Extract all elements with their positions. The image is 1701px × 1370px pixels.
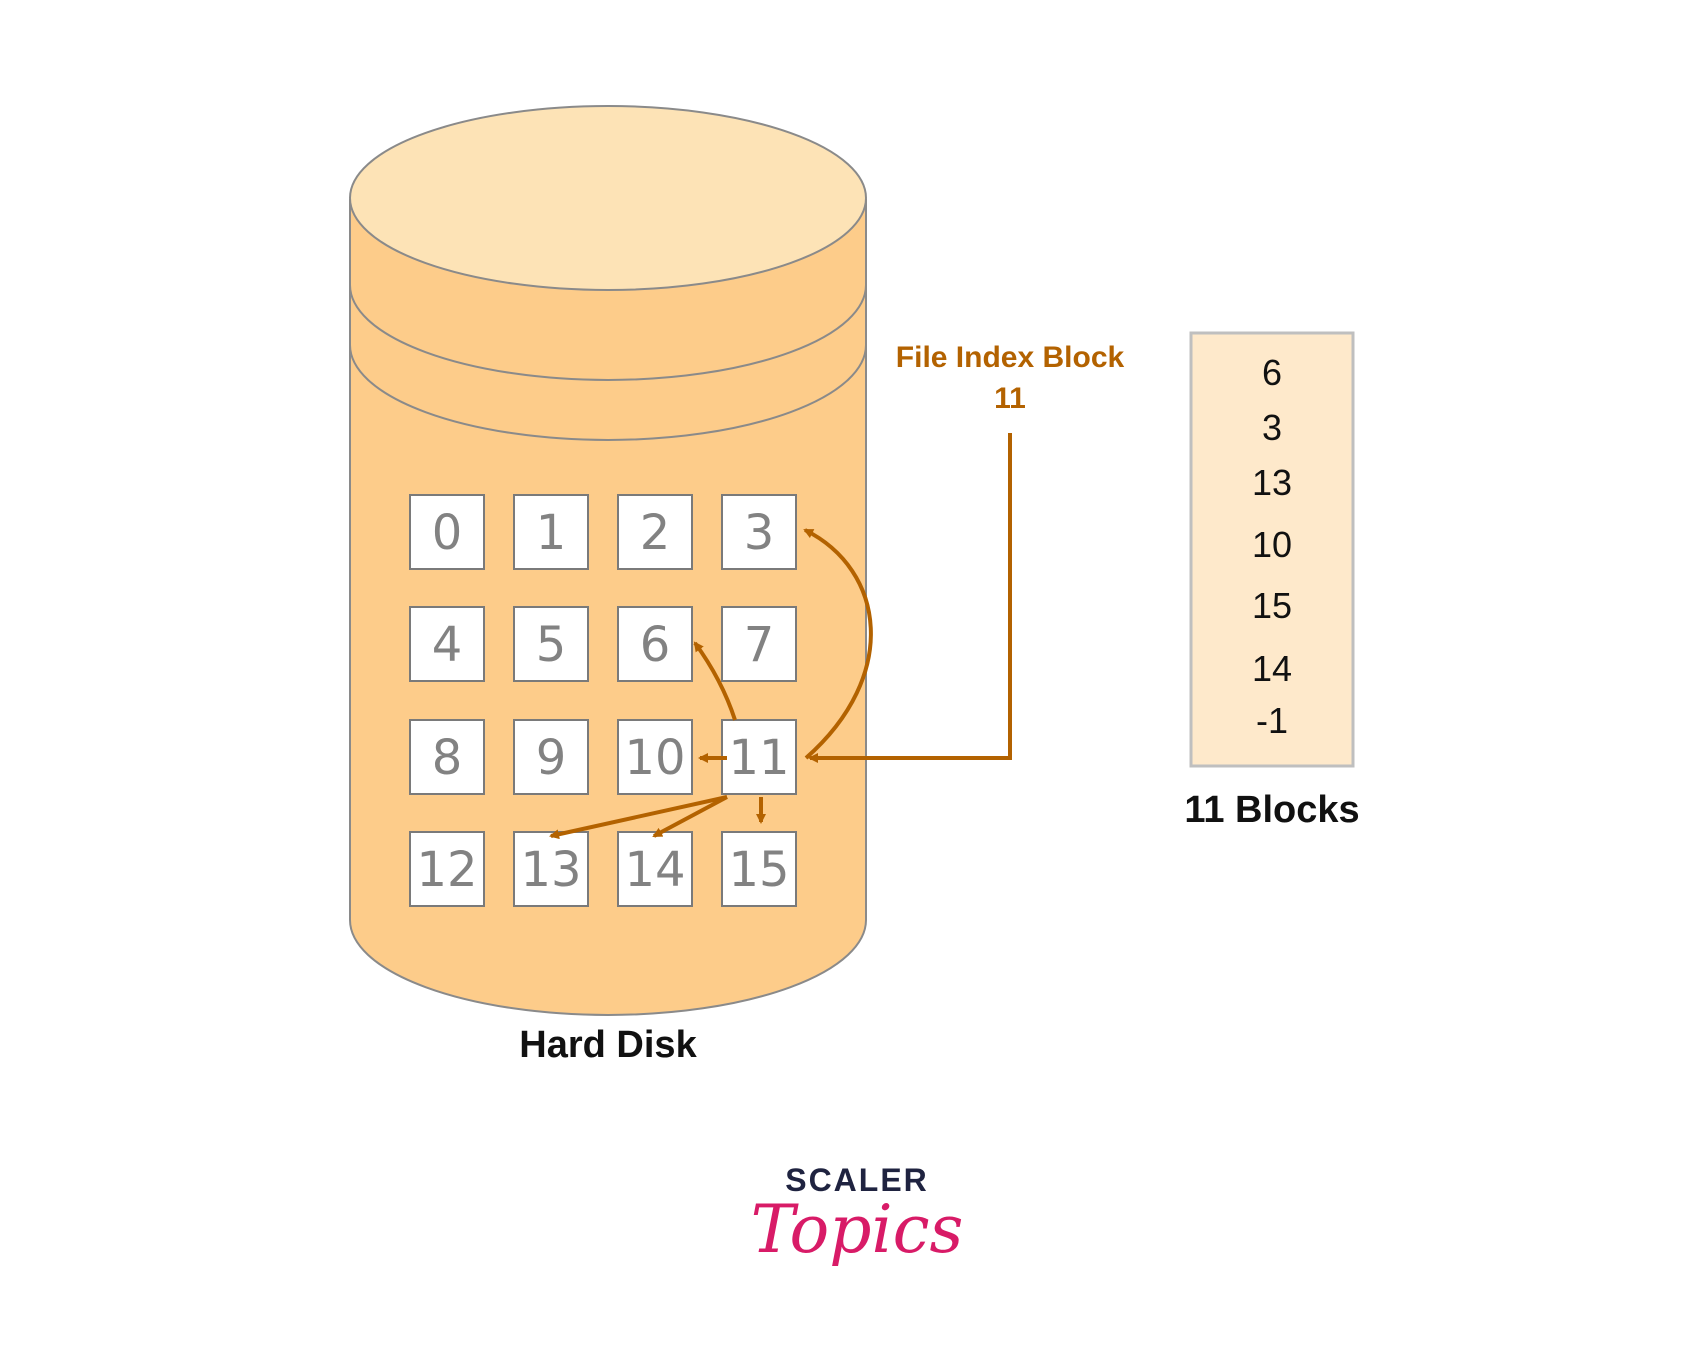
logo-top-text: SCALER — [785, 1162, 929, 1198]
disk-block: 5 — [513, 606, 589, 682]
disk-block-label: 14 — [624, 842, 685, 898]
disk-block-box — [721, 719, 797, 795]
disk-block-box — [409, 831, 485, 907]
disk-block: 3 — [721, 494, 797, 570]
logo-script-text: Topics — [751, 1191, 964, 1268]
disk-block-label: 4 — [432, 617, 463, 673]
file-index-annotation: File Index Block 11 — [896, 341, 1125, 415]
disk-block-box — [513, 606, 589, 682]
disk-block-label: 3 — [744, 505, 775, 561]
hard-disk — [349, 105, 867, 1016]
disk-block: 10 — [617, 719, 693, 795]
disk-block-label: 10 — [624, 730, 685, 786]
disk-block-label: 12 — [416, 842, 477, 898]
disk-block-box — [617, 719, 693, 795]
index-table-entry: 13 — [1252, 462, 1292, 503]
index-links — [549, 433, 1012, 840]
arrow-11-to-14 — [652, 795, 728, 838]
disk-block-label: 7 — [744, 617, 775, 673]
disk-block-label: 0 — [432, 505, 463, 561]
disk-top — [349, 105, 867, 291]
index-table-entry: 3 — [1262, 407, 1282, 448]
index-table-caption: 11 Blocks — [1184, 789, 1359, 831]
arrow-index-to-11 — [808, 433, 1012, 763]
arrow-11-to-6 — [693, 641, 737, 721]
disk-block-box — [721, 606, 797, 682]
disk-block-box — [409, 719, 485, 795]
disk-block-box — [513, 719, 589, 795]
disk-block: 0 — [409, 494, 485, 570]
index-table-entry: -1 — [1256, 700, 1288, 741]
disk-block: 4 — [409, 606, 485, 682]
file-index-title: File Index Block — [896, 341, 1125, 374]
arrow-11-to-3 — [803, 528, 873, 760]
disk-block-label: 11 — [728, 730, 789, 786]
disk-block-box — [409, 606, 485, 682]
disk-block: 12 — [409, 831, 485, 907]
index-table-entry: 10 — [1252, 524, 1292, 565]
disk-block: 14 — [617, 831, 693, 907]
disk-block-label: 13 — [520, 842, 581, 898]
index-table-entry: 15 — [1252, 585, 1292, 626]
disk-block-box — [617, 494, 693, 570]
index-table-box — [1189, 331, 1355, 768]
file-index-number: 11 — [994, 382, 1026, 415]
disk-block-box — [513, 494, 589, 570]
index-table-entries: 6 3 13 10 15 14 -1 — [1252, 352, 1292, 741]
disk-block: 1 — [513, 494, 589, 570]
disk-block-label: 9 — [536, 730, 567, 786]
disk-block-box — [513, 831, 589, 907]
disk-block-box — [721, 494, 797, 570]
disk-block: 8 — [409, 719, 485, 795]
hard-disk-caption: Hard Disk — [519, 1024, 697, 1066]
disk-block-label: 5 — [536, 617, 567, 673]
disk-block: 7 — [721, 606, 797, 682]
disk-block-label: 2 — [640, 505, 671, 561]
disk-ring-1 — [349, 284, 867, 381]
index-table-entry: 14 — [1252, 648, 1292, 689]
scaler-topics-logo: SCALER Topics — [751, 1162, 964, 1268]
disk-block-box — [617, 831, 693, 907]
disk-block-label: 6 — [640, 617, 671, 673]
disk-block-box — [409, 494, 485, 570]
disk-block: 11 — [721, 719, 797, 795]
disk-block: 13 — [513, 831, 589, 907]
disk-block-label: 15 — [728, 842, 789, 898]
disk-ring-2 — [349, 344, 867, 441]
index-table-entry: 6 — [1262, 352, 1282, 393]
arrow-11-to-13 — [549, 795, 728, 840]
disk-block: 15 — [721, 831, 797, 907]
disk-block-box — [617, 606, 693, 682]
disk-body — [349, 199, 867, 1016]
disk-block: 9 — [513, 719, 589, 795]
disk-block-label: 8 — [432, 730, 463, 786]
index-table: 6 3 13 10 15 14 -1 11 Blocks — [1184, 331, 1360, 831]
disk-block: 6 — [617, 606, 693, 682]
disk-block: 2 — [617, 494, 693, 570]
disk-block-box — [721, 831, 797, 907]
disk-block-label: 1 — [536, 505, 567, 561]
